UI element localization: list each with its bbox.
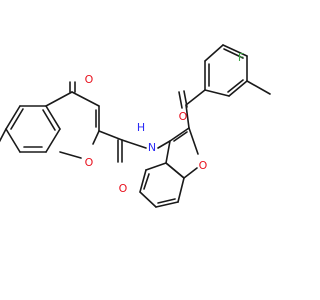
bond-line [59, 151, 82, 159]
bond-line [185, 89, 206, 106]
bond-line [204, 44, 224, 62]
bond-layer [0, 44, 271, 208]
bond-line [222, 44, 248, 57]
bond-line [0, 128, 7, 143]
bond-line [165, 140, 171, 164]
bond-line [5, 128, 21, 153]
atom-o-ring-benzofuran: O [199, 159, 208, 172]
bond-line [183, 167, 198, 179]
bond-line [177, 177, 185, 203]
atom-label-layer: O O O N H O O F [85, 51, 245, 195]
bond-line [121, 139, 147, 149]
atom-o-amide: O [119, 182, 128, 195]
bond-line [185, 104, 190, 129]
bond-line [155, 201, 179, 208]
bond-line [178, 91, 183, 109]
bond-line [246, 80, 271, 95]
bond-line [139, 169, 147, 193]
atom-f-substituent: F [238, 51, 244, 64]
bond-line [173, 131, 188, 142]
bond-line [157, 198, 176, 204]
atom-o-ketone: O [179, 110, 188, 123]
bond-line [143, 173, 150, 190]
molecule-structure: O O O N H O O F [0, 44, 271, 208]
bond-line [204, 89, 230, 97]
bond-line [5, 105, 21, 130]
bond-line [10, 108, 24, 130]
bond-line [228, 80, 248, 97]
bond-line [42, 109, 56, 131]
atom-o-ring-chromone: O [85, 156, 94, 169]
bond-line [223, 48, 244, 59]
atom-n-amide: N [148, 141, 156, 154]
bond-line [169, 127, 190, 142]
bond-line [145, 162, 167, 171]
bond-line [188, 127, 199, 155]
bond-line [98, 130, 123, 141]
bond-line [45, 128, 61, 153]
bond-line [71, 91, 100, 107]
atom-h-amide: H [137, 121, 145, 134]
bond-line [227, 79, 244, 93]
bond-line [165, 162, 185, 179]
bond-line [45, 91, 73, 107]
bond-line [157, 140, 171, 149]
bond-line [45, 105, 61, 130]
bond-line [139, 191, 157, 208]
bond-line [92, 130, 100, 145]
atom-o-carbonyl-chromone: O [85, 73, 94, 86]
